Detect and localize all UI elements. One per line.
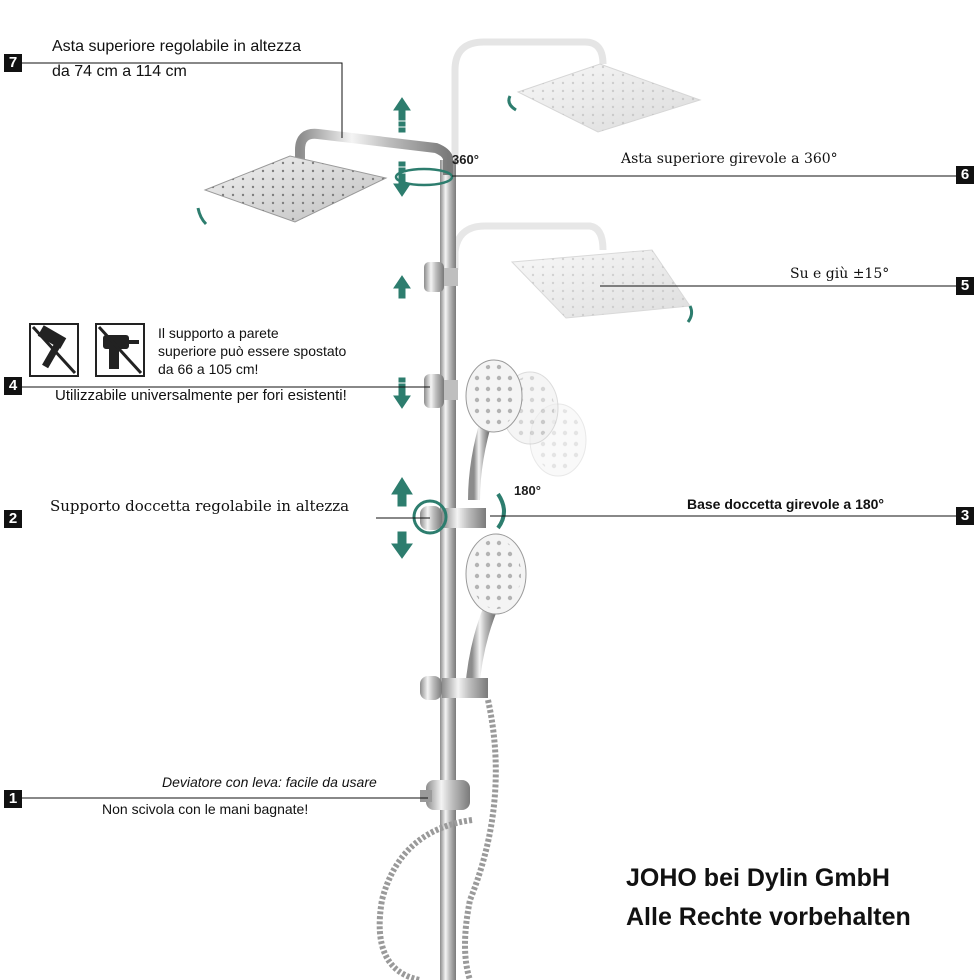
hammer-icon xyxy=(29,323,79,377)
ghost-lower-head xyxy=(451,222,691,319)
wall-bracket-middle xyxy=(424,374,458,408)
diverter-valve xyxy=(420,780,470,810)
copyright-line2: Alle Rechte vorbehalten xyxy=(626,903,911,931)
shower-rail xyxy=(440,160,456,980)
callout-4-line4: Utilizzabile universalmente per fori esi… xyxy=(55,387,347,404)
angle-180-label: 180° xyxy=(514,483,541,498)
callout-4-line3: da 66 a 105 cm! xyxy=(158,361,259,377)
copyright-line1: JOHO bei Dylin GmbH xyxy=(626,864,890,892)
arrow-up-icon xyxy=(393,97,411,133)
callout-6-text: Asta superiore girevole a 360° xyxy=(621,151,838,167)
arrow-down-icon xyxy=(393,161,411,197)
callout-7-line2: da 74 cm a 114 cm xyxy=(52,63,187,80)
callout-4-line1: Il supporto a parete xyxy=(158,325,279,341)
slider-holder xyxy=(420,506,486,530)
hand-shower-ghosts xyxy=(465,359,587,501)
callout-4-line2: superiore può essere spostato xyxy=(158,343,347,359)
callout-number-4: 4 xyxy=(4,377,22,395)
callout-number-1: 1 xyxy=(4,790,22,808)
arrow-up-icon xyxy=(391,477,413,507)
ghost-upper-head xyxy=(451,38,702,165)
callout-5-text: Su e giù ±15° xyxy=(790,266,890,282)
hose xyxy=(376,817,473,980)
callout-7-line1: Asta superiore regolabile in altezza xyxy=(52,38,302,55)
callout-2-text: Supporto doccetta regolabile in altezza xyxy=(50,497,350,515)
rain-shower-head xyxy=(203,155,388,223)
callout-number-5: 5 xyxy=(956,277,974,295)
rotate-icon xyxy=(394,167,454,187)
adjust-arrows xyxy=(196,95,694,559)
arrow-down-icon xyxy=(393,377,411,409)
drill-icon xyxy=(95,323,145,377)
rotate-icon xyxy=(496,492,506,530)
callout-number-6: 6 xyxy=(956,166,974,184)
arrow-up-icon xyxy=(393,275,411,299)
rotate-icon xyxy=(412,499,448,535)
arrow-down-icon xyxy=(391,531,413,559)
wall-bracket-upper xyxy=(424,262,458,292)
hand-shower xyxy=(465,533,527,691)
leader-lines xyxy=(18,62,958,799)
callout-number-7: 7 xyxy=(4,54,22,72)
lower-holder xyxy=(420,676,488,700)
callout-1-line2: Non scivola con le mani bagnate! xyxy=(102,801,309,817)
callout-number-3: 3 xyxy=(956,507,974,525)
callout-number-2: 2 xyxy=(4,510,22,528)
angle-360-label: 360° xyxy=(452,152,479,167)
callout-1-line1: Deviatore con leva: facile da usare xyxy=(162,774,377,790)
callout-3-text: Base doccetta girevole a 180° xyxy=(687,496,885,512)
